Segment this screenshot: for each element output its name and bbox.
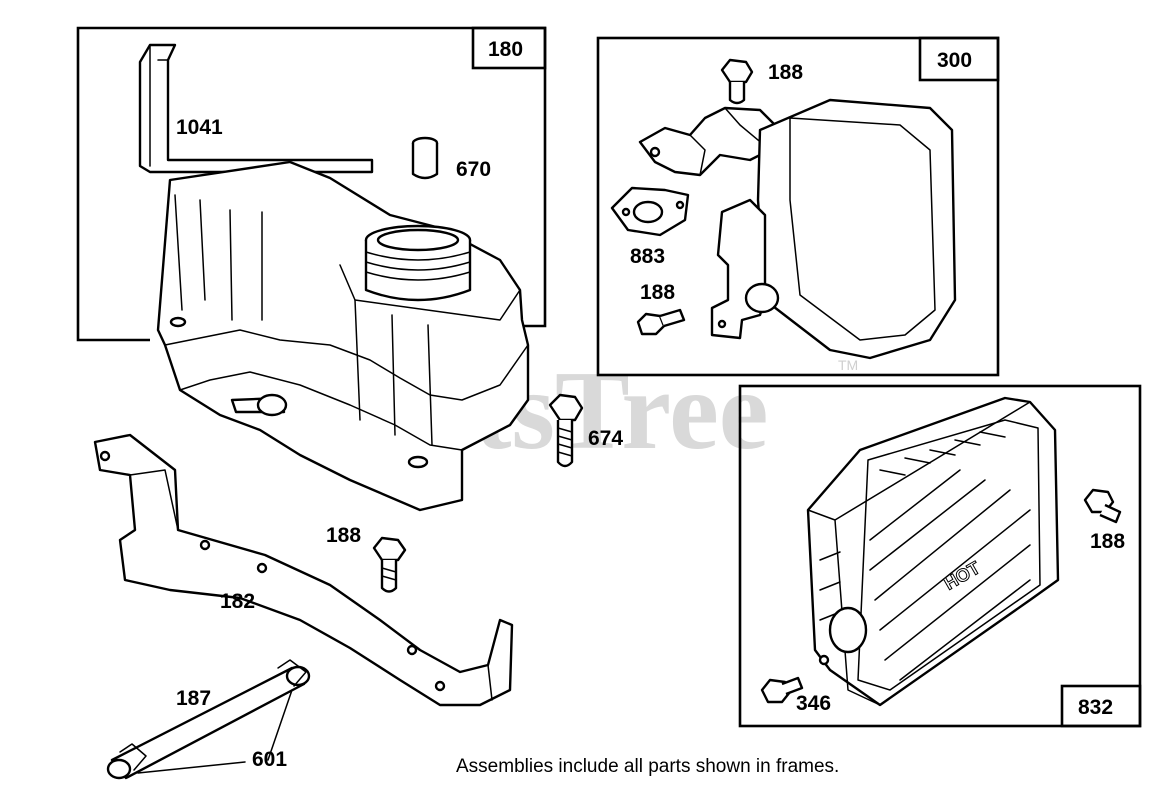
guard-screw[interactable] (760, 676, 804, 704)
label-188-muffler-top[interactable]: 188 (768, 61, 803, 84)
frame-number-832: 832 (1078, 696, 1113, 719)
muffler-screw-lower[interactable] (636, 308, 686, 336)
watermark-tm: TM (838, 357, 858, 373)
muffler-guard[interactable]: HOT (806, 396, 1060, 707)
fuel-tank-strap[interactable] (138, 43, 374, 174)
leader-601 (137, 689, 293, 774)
label-346[interactable]: 346 (796, 692, 831, 715)
muffler-screw-top[interactable] (720, 58, 754, 105)
frame-number-300: 300 (937, 49, 972, 72)
guard-frame[interactable]: 832 (738, 384, 1142, 728)
label-601[interactable]: 601 (252, 748, 287, 771)
muffler-frame[interactable]: 300 (596, 36, 1000, 377)
label-674[interactable]: 674 (588, 427, 623, 450)
tank-bracket[interactable] (93, 433, 514, 707)
label-182[interactable]: 182 (220, 590, 255, 613)
frame-number-180: 180 (488, 38, 523, 61)
bushing[interactable] (411, 136, 439, 180)
label-188-bracket[interactable]: 188 (326, 524, 361, 547)
label-883[interactable]: 883 (630, 245, 665, 268)
tank-screw[interactable] (548, 393, 584, 468)
fuel-line-clamps[interactable] (119, 659, 307, 771)
label-187[interactable]: 187 (176, 687, 211, 710)
label-188-guard[interactable]: 188 (1090, 530, 1125, 553)
fuel-line[interactable] (106, 665, 311, 780)
fuel-tank[interactable] (156, 160, 530, 512)
guard-screw-right[interactable] (1083, 488, 1122, 524)
label-670[interactable]: 670 (456, 158, 491, 181)
muffler-gasket[interactable] (610, 186, 690, 237)
fuel-tank-frame[interactable]: 180 (76, 26, 547, 342)
muffler[interactable] (638, 98, 957, 360)
footnote: Assemblies include all parts shown in fr… (456, 756, 839, 777)
bracket-screw[interactable] (372, 536, 407, 593)
label-188-muffler-lower[interactable]: 188 (640, 281, 675, 304)
label-1041[interactable]: 1041 (176, 116, 223, 139)
